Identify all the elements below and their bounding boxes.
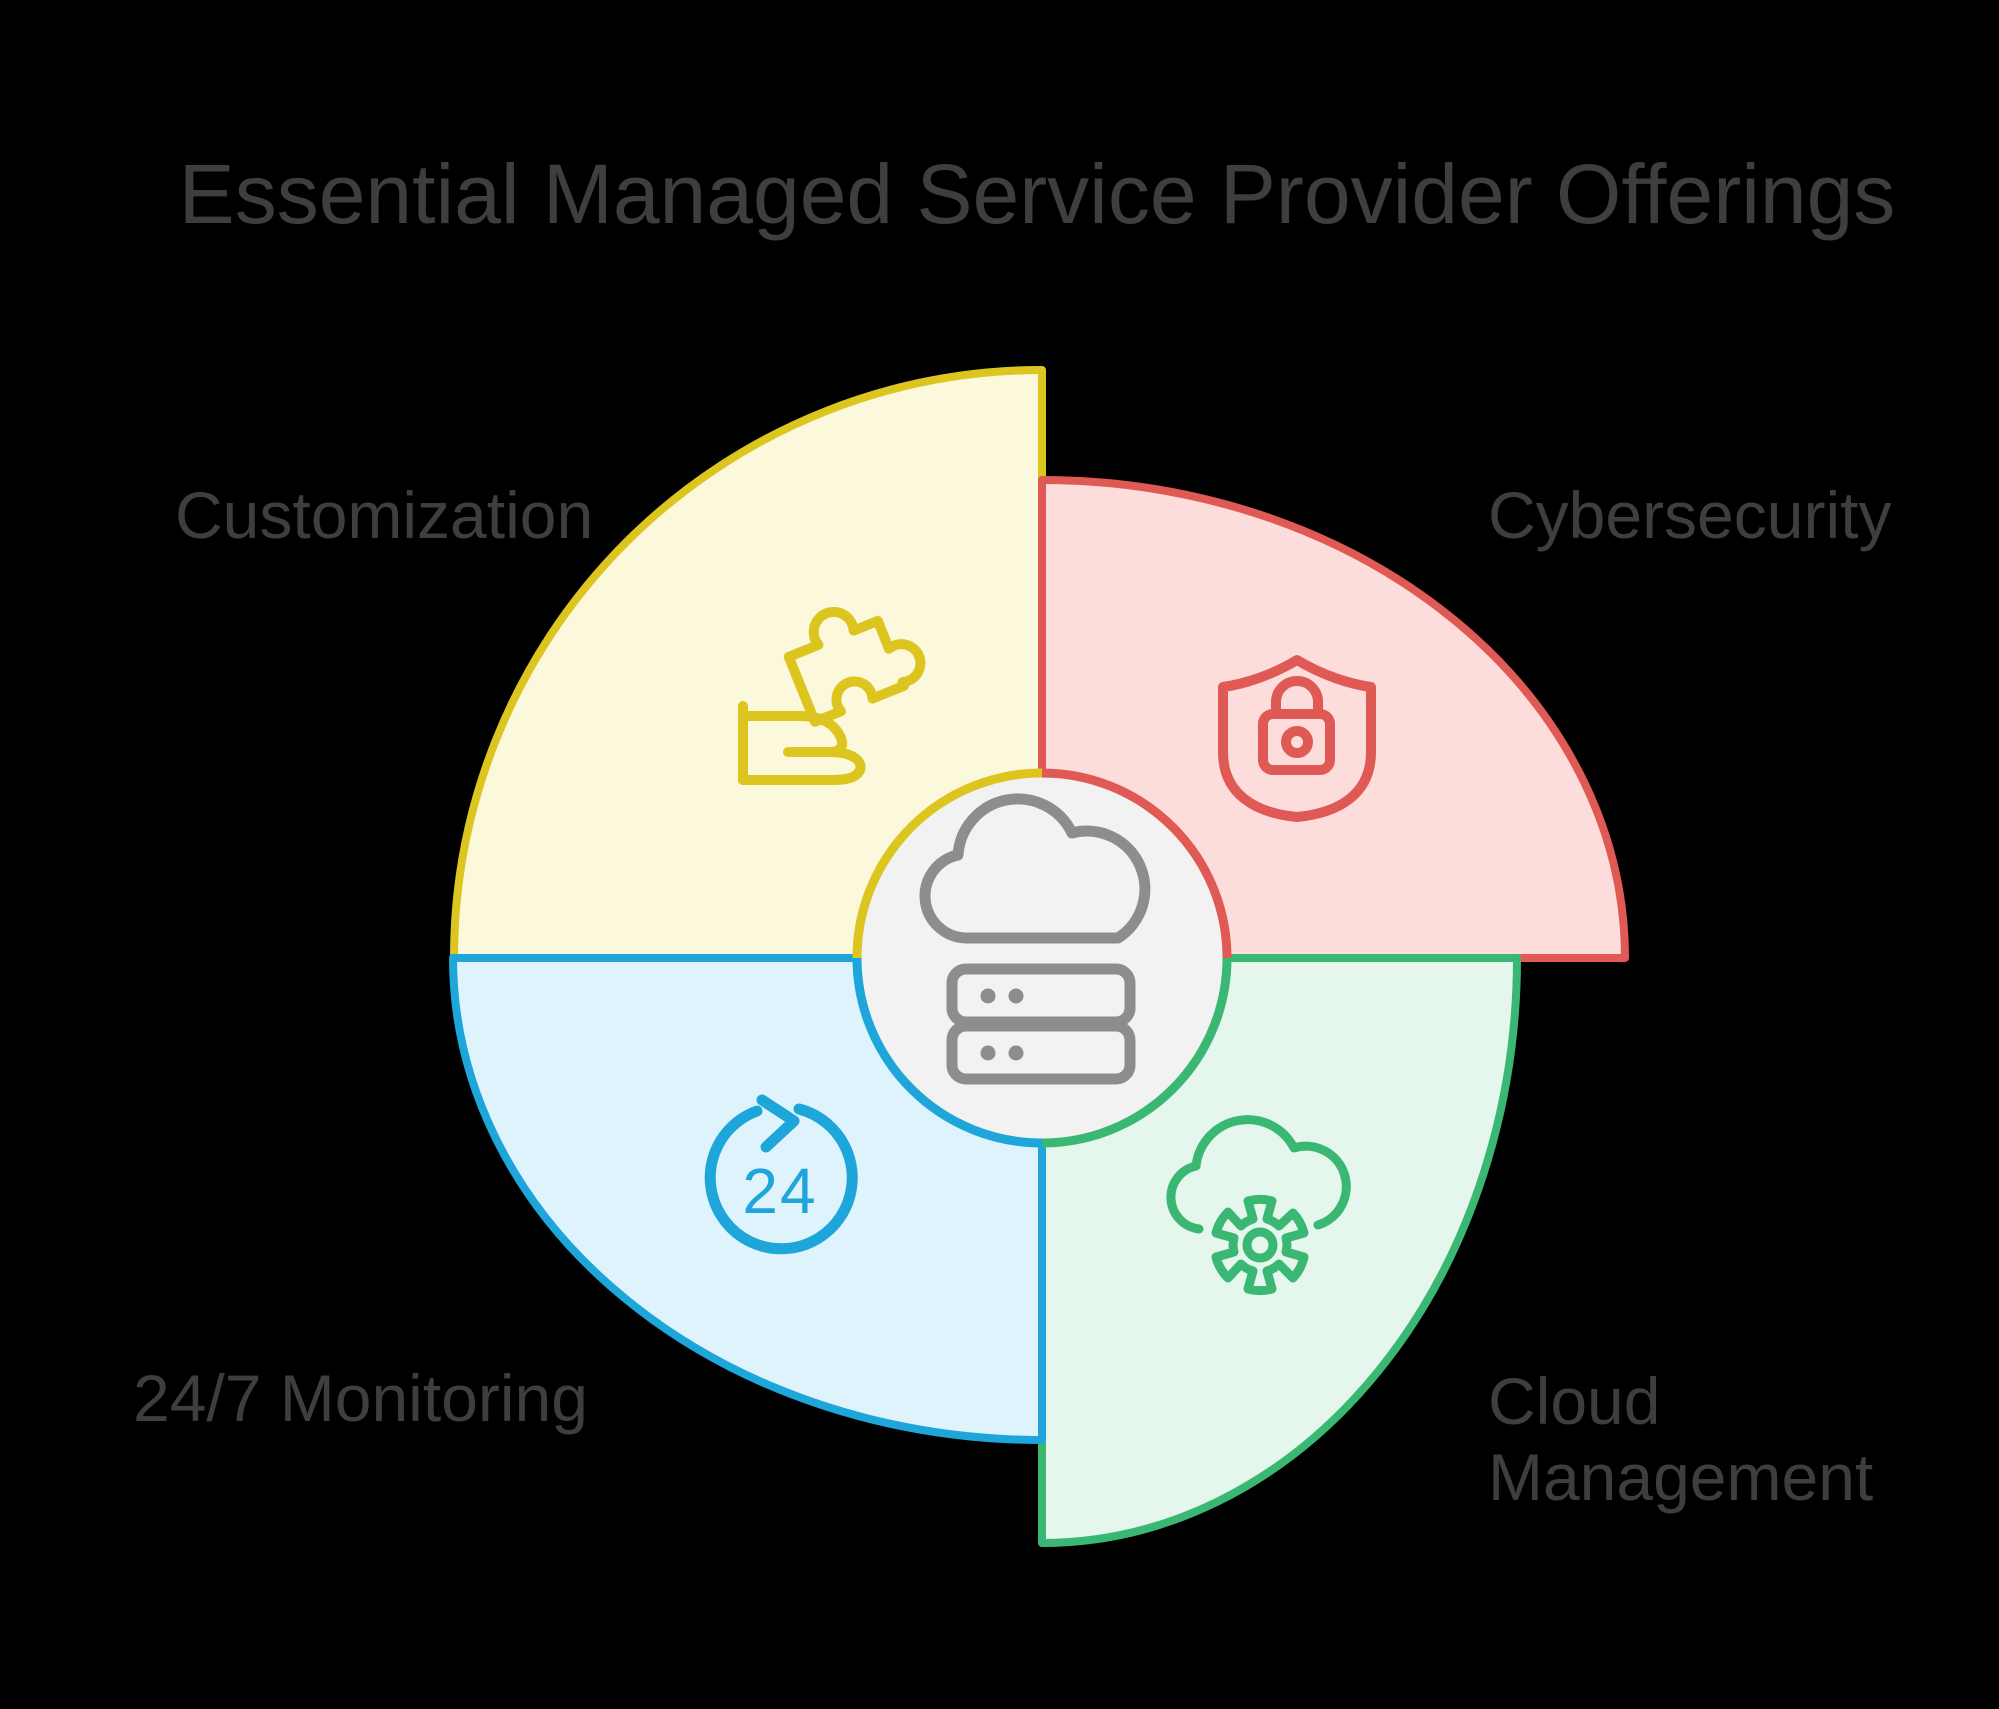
quadrant-customization [450,366,1046,962]
label-customization: Customization [175,478,594,552]
center-hub [852,768,1232,1148]
center-ring-cloud-management [1041,957,1232,1148]
page-title: Essential Managed Service Provider Offer… [178,147,1896,241]
badge-24: 24 [742,1155,817,1227]
label-cybersecurity: Cybersecurity [1488,478,1892,552]
center-ring-monitoring [852,957,1043,1148]
24-hour-cycle-icon: 24 [704,1094,858,1255]
hand-puzzle-icon [738,607,926,785]
center-ring-cybersecurity [1041,768,1232,959]
cloud-servers-icon [919,793,1151,1085]
label-cloud-management: Cloud Management [1488,1364,1874,1514]
center-ring-customization [852,768,1043,959]
quadrant-monitoring [449,954,1046,1444]
shield-lock-icon [1218,655,1376,822]
label-monitoring: 24/7 Monitoring [133,1361,588,1435]
cloud-gear-icon [1166,1115,1351,1296]
